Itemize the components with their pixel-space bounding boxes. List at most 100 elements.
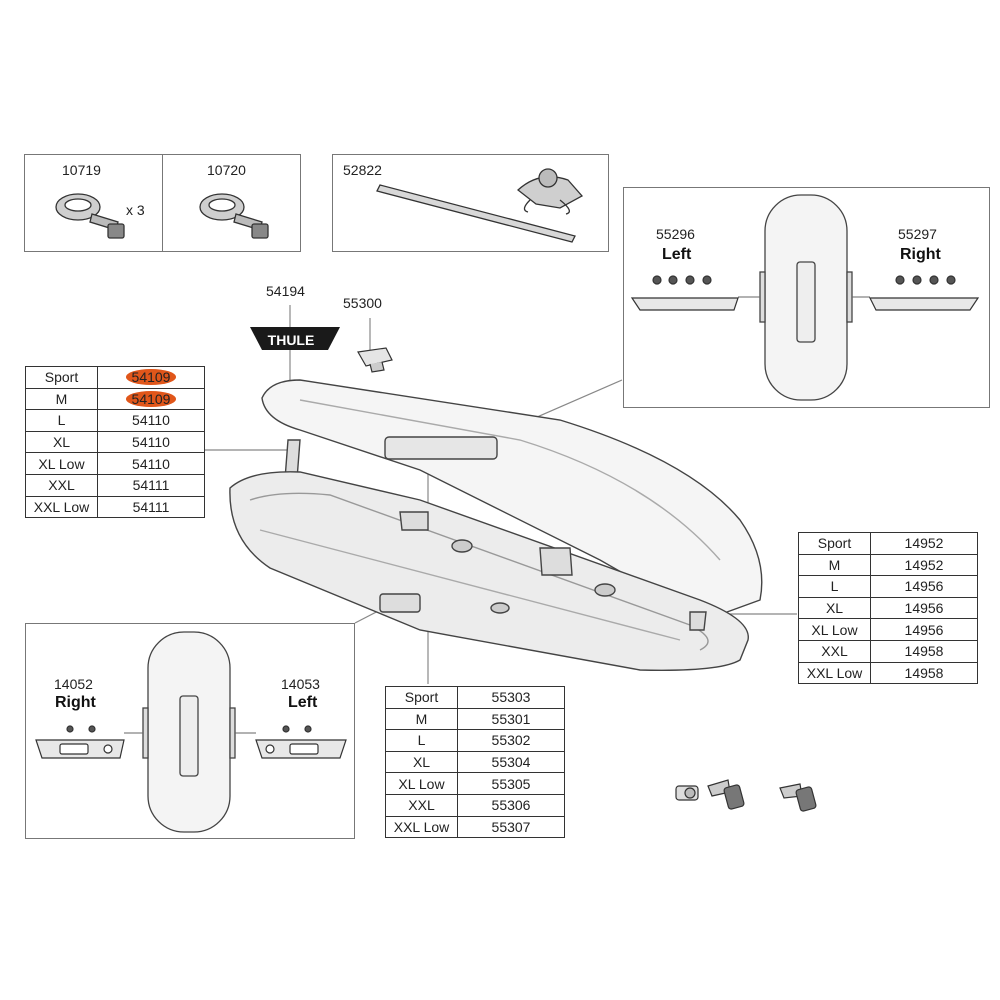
table-row[interactable]: Sport 54109 [25, 366, 205, 389]
size-cell: M [25, 387, 98, 411]
part-cell: 14952 [870, 553, 978, 577]
size-cell: L [798, 575, 871, 598]
size-cell: XL [798, 596, 871, 620]
part-cell: 54111 [97, 495, 205, 519]
highlighted-part: 54109 [125, 390, 177, 407]
size-cell: XXL Low [798, 661, 871, 685]
part-number-10719[interactable]: 10719 [62, 162, 101, 178]
svg-text:THULE: THULE [268, 332, 315, 348]
rail-icon [376, 168, 584, 243]
part-cell: 14956 [870, 575, 978, 598]
part-cell: 14956 [870, 618, 978, 641]
cargo-box-top-view-1 [759, 194, 853, 401]
size-cell: M [385, 707, 458, 731]
part-number-55300[interactable]: 55300 [343, 295, 382, 311]
part-cell: 55306 [457, 793, 565, 817]
size-cell: XXL [798, 639, 871, 663]
lock-cylinder-icon [675, 785, 699, 801]
cargo-box-top-view-2 [142, 631, 236, 833]
part-cell: 54110 [97, 430, 205, 454]
part-cell: 14958 [870, 661, 978, 685]
side-label-left-bottom: Left [288, 694, 318, 711]
part-cell: 54111 [97, 473, 205, 497]
part-number-55296[interactable]: 55296 [656, 226, 695, 242]
part-cell: 54110 [97, 409, 205, 432]
part-cell: 55307 [457, 815, 565, 839]
size-cell: XXL Low [25, 495, 98, 519]
strap-icon-2 [199, 193, 269, 239]
size-cell: L [385, 729, 458, 752]
handle-right-top-icon [869, 275, 980, 311]
size-cell: L [25, 409, 98, 432]
size-cell: Sport [798, 532, 871, 555]
table-row[interactable]: M 54109 [25, 387, 205, 411]
strap-divider [162, 154, 163, 252]
part-cell: 54110 [97, 452, 205, 475]
size-cell: Sport [385, 686, 458, 709]
part-cell: 55302 [457, 729, 565, 752]
size-cell: XL Low [798, 618, 871, 641]
side-label-right-bottom: Right [55, 694, 96, 711]
key-icon-1 [707, 779, 745, 810]
part-cell: 55304 [457, 750, 565, 774]
size-cell: XXL [25, 473, 98, 497]
part-number-10720[interactable]: 10720 [207, 162, 246, 178]
part-cell: 55305 [457, 772, 565, 795]
part-cell: 54109 [97, 366, 205, 389]
cargo-box-main-icon [229, 379, 763, 671]
size-cell: M [798, 553, 871, 577]
size-cell: XL Low [25, 452, 98, 475]
key-icon-2 [779, 783, 817, 812]
size-cell: XL Low [385, 772, 458, 795]
part-cell: 54109 [97, 387, 205, 411]
clip-icon [357, 347, 393, 373]
side-label-right-top: Right [900, 246, 941, 263]
handle-left-top-icon [630, 275, 739, 311]
part-cell: 14952 [870, 532, 978, 555]
part-cell: 14958 [870, 639, 978, 663]
handle-right-bottom-icon [35, 725, 125, 759]
size-cell: XXL Low [385, 815, 458, 839]
part-cell: 55301 [457, 707, 565, 731]
part-cell: 55303 [457, 686, 565, 709]
part-number-14052[interactable]: 14052 [54, 676, 93, 692]
size-cell: Sport [25, 366, 98, 389]
size-cell: XXL [385, 793, 458, 817]
thule-emblem-icon: THULE [250, 327, 340, 350]
quantity-label: x 3 [126, 202, 145, 218]
part-number-54194[interactable]: 54194 [266, 283, 305, 299]
strap-icon-1 [55, 193, 125, 239]
size-cell: XL [385, 750, 458, 774]
part-cell: 14956 [870, 596, 978, 620]
part-number-55297[interactable]: 55297 [898, 226, 937, 242]
handle-left-bottom-icon [255, 725, 347, 759]
part-number-52822[interactable]: 52822 [343, 162, 382, 178]
side-label-left-top: Left [662, 246, 692, 263]
size-cell: XL [25, 430, 98, 454]
highlighted-part: 54109 [125, 369, 177, 386]
part-number-14053[interactable]: 14053 [281, 676, 320, 692]
